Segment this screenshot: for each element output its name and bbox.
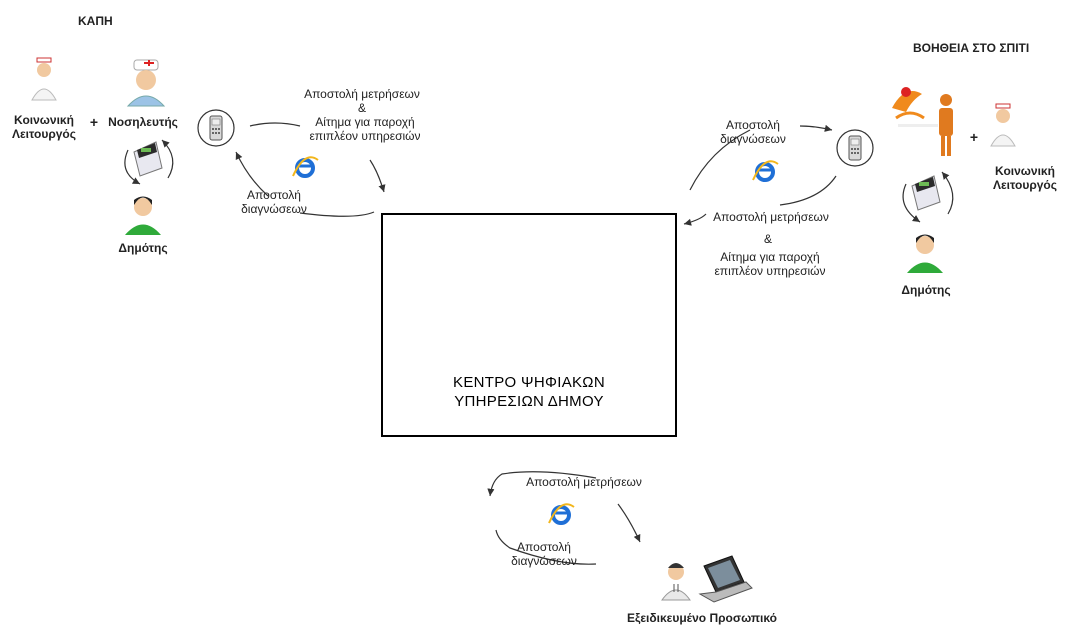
internet-explorer-icon-bottom: [548, 503, 575, 525]
cycle-arrow-left-a: [124, 149, 141, 185]
center-title-line1: ΚΕΝΤΡΟ ΨΗΦΙΑΚΩΝ: [453, 374, 605, 391]
social-worker-label-right-line2: Λειτουργός: [992, 178, 1058, 192]
flow-line-right-up: [689, 129, 751, 191]
flow-line-left-bottom: [299, 211, 375, 217]
mobile-phone-icon-right: [836, 129, 874, 167]
digital-services-center-box: ΚΕΝΤΡΟ ΨΗΦΙΑΚΩΝ ΥΠΗΡΕΣΙΩΝ ΔΗΜΟΥ: [381, 213, 677, 437]
citizen-icon-right: [907, 234, 943, 273]
flow-line-right-down: [779, 175, 837, 206]
flow-arrow-right-top: [799, 124, 833, 132]
send-diagnoses-label-left: Αποστολή διαγνώσεων: [234, 188, 314, 216]
flow-arrow-bottom-right: [617, 503, 641, 543]
citizen-icon-left: [125, 196, 161, 235]
social-worker-label-left-line1: Κοινωνική: [14, 113, 74, 127]
plus-sign-right: +: [969, 129, 979, 145]
request-label-right: Αίτημα για παροχή επιπλέον υπηρεσιών: [690, 250, 850, 278]
caregiver-icon-right: [939, 94, 953, 156]
social-worker-label-left-line2: Λειτουργός: [11, 127, 77, 141]
request-label-right-line2: επιπλέον υπηρεσιών: [714, 264, 826, 278]
request-label-left: Αίτημα για παροχή επιπλέον υπηρεσιών: [290, 115, 440, 143]
medical-device-icon-right: [911, 175, 941, 211]
send-diagnoses-label-bottom: Αποστολή διαγνώσεων: [502, 540, 586, 568]
send-diagnoses-label-bottom-line2: διαγνώσεων: [511, 554, 577, 568]
send-measurements-label-left: Αποστολή μετρήσεων: [304, 87, 420, 101]
nurse-label: Νοσηλευτής: [108, 115, 178, 129]
social-worker-icon-right: [990, 103, 1016, 147]
cycle-arrow-right-b: [941, 171, 954, 215]
request-label-left-line1: Αίτημα για παροχή: [315, 115, 415, 129]
kapi-title: ΚΑΠΗ: [78, 14, 113, 28]
social-worker-label-left: Κοινωνική Λειτουργός: [8, 113, 80, 141]
laptop-icon: [698, 555, 753, 603]
center-title-line2: ΥΠΗΡΕΣΙΩΝ ΔΗΜΟΥ: [454, 393, 604, 410]
citizen-label-left: Δημότης: [118, 241, 168, 255]
send-diagnoses-label-left-line2: διαγνώσεων: [241, 202, 307, 216]
social-worker-label-right-line1: Κοινωνική: [995, 164, 1055, 178]
cycle-arrow-right-a: [902, 183, 921, 223]
send-diagnoses-label-right: Αποστολή διαγνώσεων: [712, 118, 794, 146]
flow-arrow-bottom-left: [487, 471, 597, 497]
flow-arrow-right-left: [683, 213, 707, 226]
send-measurements-label-bottom: Αποστολή μετρήσεων: [526, 475, 642, 489]
nurse-icon-left: [126, 59, 166, 107]
internet-explorer-icon-left: [292, 156, 319, 178]
doctor-icon: [661, 563, 691, 601]
send-diagnoses-label-right-line2: διαγνώσεων: [720, 132, 786, 146]
home-help-title: ΒΟΗΘΕΙΑ ΣΤΟ ΣΠΙΤΙ: [913, 41, 1030, 55]
send-diagnoses-label-right-line1: Αποστολή: [726, 118, 780, 132]
specialized-staff-label: Εξειδικευμένο Προσωπικό: [626, 611, 778, 625]
internet-explorer-icon-right: [752, 160, 779, 182]
cycle-arrow-left-b: [161, 139, 174, 179]
flow-line-bottom: [495, 529, 597, 565]
ampersand-left: &: [357, 101, 366, 115]
medical-device-icon-left: [133, 141, 163, 177]
flow-line-left-top: [249, 122, 301, 127]
citizen-label-right: Δημότης: [901, 283, 951, 297]
send-diagnoses-label-bottom-line1: Αποστολή: [517, 540, 571, 554]
flow-arrow-left-down: [369, 159, 386, 193]
social-worker-label-right: Κοινωνική Λειτουργός: [990, 164, 1060, 192]
request-label-right-line1: Αίτημα για παροχή: [720, 250, 820, 264]
social-worker-icon-left: [31, 57, 57, 101]
send-measurements-label-right: Αποστολή μετρήσεων: [713, 210, 829, 224]
request-label-left-line2: επιπλέον υπηρεσιών: [309, 129, 421, 143]
home-help-logo: [892, 87, 938, 127]
flow-arrow-left-up: [235, 151, 269, 197]
send-diagnoses-label-left-line1: Αποστολή: [247, 188, 301, 202]
ampersand-right: &: [763, 232, 772, 246]
plus-sign-left: +: [89, 114, 99, 130]
mobile-phone-icon-left: [197, 109, 235, 147]
